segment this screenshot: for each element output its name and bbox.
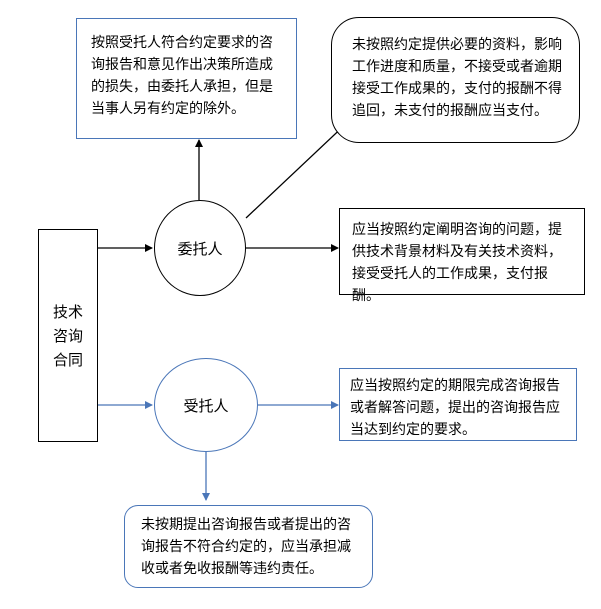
client-liability-text: 按照受托人符合约定要求的咨询报告和意见作出决策所造成的损失，由委托人承担，但是当…	[91, 35, 273, 117]
contract-box: 技术 咨询 合同	[38, 229, 98, 442]
client-duty-text: 应当按照约定阐明咨询的问题，提供技术背景材料及有关技术资料，接受受托人的工作成果…	[352, 222, 562, 304]
consultant-duty-text: 应当按照约定的期限完成咨询报告或者解答问题，提出的咨询报告应当达到约定的要求。	[350, 378, 560, 438]
client-liability-note: 按照受托人符合约定要求的咨询报告和意见作出决策所造成的损失，由委托人承担，但是当…	[76, 18, 297, 139]
consultant-label: 受托人	[183, 396, 229, 415]
consultant-node: 受托人	[154, 358, 258, 452]
line-client-to-breach	[245, 119, 351, 219]
consultant-duty-note: 应当按照约定的期限完成咨询报告或者解答问题，提出的咨询报告应当达到约定的要求。	[339, 368, 577, 441]
client-label: 委托人	[177, 239, 223, 258]
client-breach-note: 未按照约定提供必要的资料，影响工作进度和质量，不接受或者逾期接受工作成果的，支付…	[331, 17, 580, 143]
client-node: 委托人	[154, 200, 246, 296]
client-breach-text: 未按照约定提供必要的资料，影响工作进度和质量，不接受或者逾期接受工作成果的，支付…	[352, 37, 562, 119]
contract-label: 技术 咨询 合同	[52, 302, 83, 369]
client-duty-note: 应当按照约定阐明咨询的问题，提供技术背景材料及有关技术资料，接受受托人的工作成果…	[339, 208, 585, 304]
consultant-breach-text: 未按期提出咨询报告或者提出的咨询报告不符合约定的，应当承担减收或者免收报酬等违约…	[141, 517, 351, 577]
consultant-breach-note: 未按期提出咨询报告或者提出的咨询报告不符合约定的，应当承担减收或者免收报酬等违约…	[124, 505, 373, 588]
